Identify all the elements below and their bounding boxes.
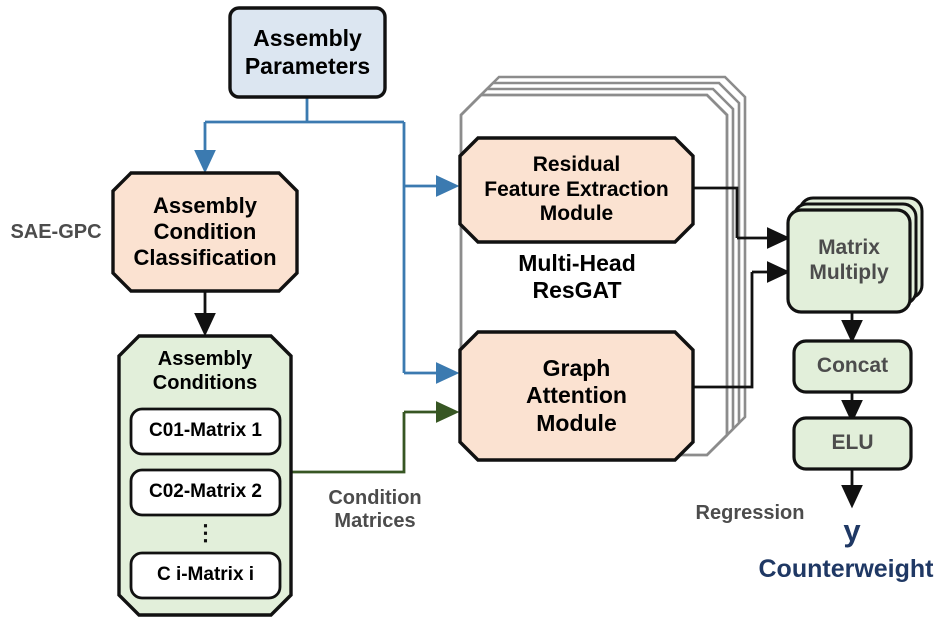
multi-head-resgat-label: Multi-Head ResGAT xyxy=(460,250,694,303)
output-symbol-label: y xyxy=(843,513,861,548)
node-assembly-parameters[interactable] xyxy=(228,6,387,99)
output-name-label: Counterweight xyxy=(758,555,934,583)
node-concat[interactable] xyxy=(792,339,913,394)
node-condition-item-0[interactable] xyxy=(129,407,282,456)
regression-label: Regression xyxy=(695,502,805,524)
condition-matrices-label: Condition Matrices xyxy=(295,487,455,533)
sae-gpc-label: SAE-GPC xyxy=(10,221,102,243)
connector-assembly-parameters-trunk xyxy=(205,97,404,124)
connector-graph-attention-to-matrix-multiply xyxy=(692,272,754,389)
node-graph-attention-module[interactable] xyxy=(458,330,695,462)
node-assembly-condition-classification[interactable] xyxy=(111,171,299,293)
node-condition-item-1[interactable] xyxy=(129,468,282,517)
connector-condition-matrices xyxy=(273,412,406,474)
connector-residual-to-matrix-multiply xyxy=(692,186,739,238)
multi-head-resgat-line2: ResGAT xyxy=(532,276,622,303)
condition-matrices-line2: Matrices xyxy=(334,510,416,533)
node-elu[interactable] xyxy=(792,416,913,471)
node-condition-item-2[interactable] xyxy=(129,551,282,600)
condition-items-ellipsis: ⋮ xyxy=(194,520,217,545)
condition-matrices-line1: Condition xyxy=(328,487,422,509)
multi-head-resgat-line1: Multi-Head xyxy=(518,250,636,276)
node-residual-feature-extraction-module[interactable] xyxy=(458,136,695,244)
node-matrix-multiply[interactable] xyxy=(786,208,912,314)
